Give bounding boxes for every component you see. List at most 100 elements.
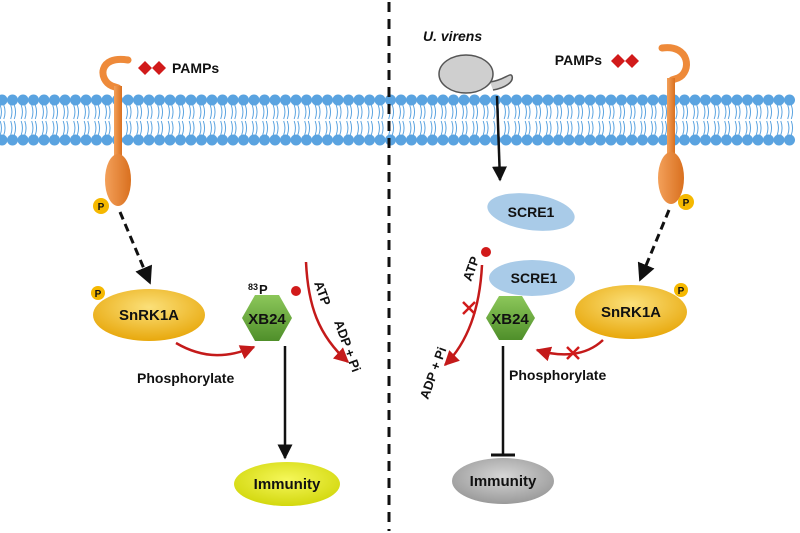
phosphorylation-arrow <box>535 339 604 362</box>
lipid-tail <box>734 120 737 136</box>
lipid-tail <box>318 104 321 120</box>
lipid-head <box>721 94 732 106</box>
kinase-phospho-badge <box>674 283 688 297</box>
lipid-tail <box>52 120 55 136</box>
lipid-tail <box>559 120 563 136</box>
lipid-head <box>196 94 207 106</box>
lipid-head <box>154 94 165 106</box>
lipid-tail <box>13 104 17 120</box>
lipid-tail <box>580 120 584 136</box>
lipid-head <box>59 134 71 146</box>
lipid-head <box>647 94 659 106</box>
lipid-tail <box>304 104 307 120</box>
lipid-head <box>647 134 659 146</box>
lipid-tail <box>87 120 90 136</box>
lipid-tail <box>230 120 233 136</box>
lipid-head <box>343 94 354 106</box>
lipid-head <box>353 94 365 106</box>
lipid-head <box>28 94 39 106</box>
lipid-head <box>280 134 291 146</box>
lipid-tail <box>776 120 779 136</box>
lipid-head <box>511 94 522 106</box>
lipid-head <box>511 134 522 146</box>
lipid-tail <box>10 120 13 136</box>
substrate-label: XB24 <box>248 311 286 328</box>
inhibition-line <box>491 346 515 457</box>
lipid-tail <box>591 104 594 120</box>
lipid-tail <box>706 120 710 136</box>
lipid-head <box>301 134 312 146</box>
lipid-tail <box>381 104 384 120</box>
lipid-head <box>91 134 102 146</box>
lipid-tail <box>146 120 149 136</box>
lipid-tail <box>213 104 216 120</box>
lipid-tail <box>94 104 97 120</box>
lipid-tail <box>759 104 762 120</box>
lipid-tail <box>451 104 454 120</box>
lipid-head <box>196 134 207 146</box>
lipid-head <box>91 94 102 106</box>
lipid-head <box>469 134 480 146</box>
spore-body <box>438 54 494 94</box>
lipid-tail <box>356 120 359 136</box>
lipid-tail <box>255 120 258 136</box>
lipid-tail <box>325 120 328 136</box>
phospho-label: P <box>683 198 690 209</box>
kinase-phospho-badge <box>91 286 105 300</box>
pathogen-label: U. virens <box>423 28 482 44</box>
lipid-tail <box>755 120 758 136</box>
lipid-tail <box>335 104 338 120</box>
lipid-head <box>206 94 218 106</box>
lipid-tail <box>76 104 80 120</box>
lipid-tail <box>472 104 475 120</box>
process-label: Phosphorylate <box>137 370 234 386</box>
lipid-tail <box>430 104 433 120</box>
lipid-head <box>238 94 249 106</box>
lipid-tail <box>577 104 580 120</box>
lipid-head <box>353 134 365 146</box>
lipid-head <box>458 94 470 106</box>
lipid-tail <box>755 104 758 120</box>
lipid-tail <box>307 120 311 136</box>
lipid-tail <box>3 120 6 136</box>
lipid-head <box>479 134 491 146</box>
lipid-head <box>416 94 428 106</box>
substrate-site-mark: P <box>259 282 268 297</box>
lipid-head <box>395 94 407 106</box>
right-receptor: P <box>658 44 694 210</box>
lipid-head <box>689 94 701 106</box>
lipid-tail <box>472 120 475 136</box>
lipid-head <box>584 134 596 146</box>
lipid-head <box>7 94 18 106</box>
lipid-tail <box>545 104 548 120</box>
lipid-head <box>248 94 260 106</box>
lipid-tail <box>703 120 706 136</box>
lipid-tail <box>559 104 563 120</box>
lipid-tail <box>307 104 311 120</box>
lipid-head <box>595 134 606 146</box>
lipid-tail <box>682 104 685 120</box>
lipid-tail <box>549 120 552 136</box>
lipid-tail <box>83 104 86 120</box>
lipid-head <box>784 134 795 146</box>
lipid-tail <box>524 120 527 136</box>
lipid-tail <box>748 104 752 120</box>
process-label: Phosphorylate <box>509 367 606 383</box>
lipid-tail <box>192 104 195 120</box>
lipid-head <box>416 134 428 146</box>
lipid-head <box>290 94 302 106</box>
lipid-tail <box>664 104 668 120</box>
lipid-tail <box>136 104 139 120</box>
lipid-tail <box>713 104 716 120</box>
lipid-tail <box>360 104 363 120</box>
lipid-head <box>164 134 176 146</box>
receptor-kinase-domain <box>105 154 131 206</box>
immunity-node-inactive <box>452 458 554 504</box>
lipid-tail <box>619 120 622 136</box>
lipid-tail <box>692 104 695 120</box>
lipid-head <box>59 94 71 106</box>
lipid-head <box>563 94 575 106</box>
lipid-head <box>689 134 701 146</box>
lipid-tail <box>454 120 458 136</box>
lipid-tail <box>125 120 128 136</box>
